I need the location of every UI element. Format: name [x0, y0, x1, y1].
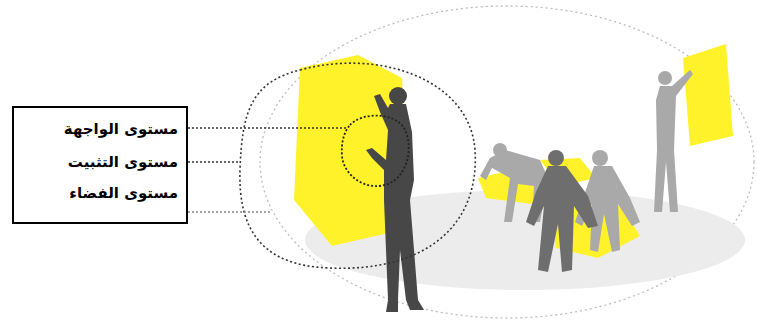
yellow-surface	[683, 44, 733, 146]
person-silhouette	[366, 94, 424, 312]
level-label: مستوى الواجهة	[18, 120, 178, 138]
label-box: مستوى الواجهة مستوى التثبيت مستوى الفضاء	[12, 106, 188, 224]
leader-line	[188, 211, 272, 213]
person-silhouette	[654, 70, 693, 212]
leader-line	[188, 127, 346, 129]
person-head	[658, 71, 672, 85]
person-head	[592, 150, 608, 166]
space-level-outline	[260, 6, 754, 318]
anchoring-level-outline	[240, 63, 475, 268]
leader-line	[188, 161, 240, 163]
level-label: مستوى الفضاء	[18, 184, 178, 202]
person-head	[548, 150, 564, 166]
person-silhouette	[526, 166, 598, 272]
middle-person	[526, 150, 598, 272]
interface-level-outline	[342, 116, 409, 187]
person-head	[389, 87, 407, 105]
level-label: مستوى التثبيت	[18, 153, 178, 171]
